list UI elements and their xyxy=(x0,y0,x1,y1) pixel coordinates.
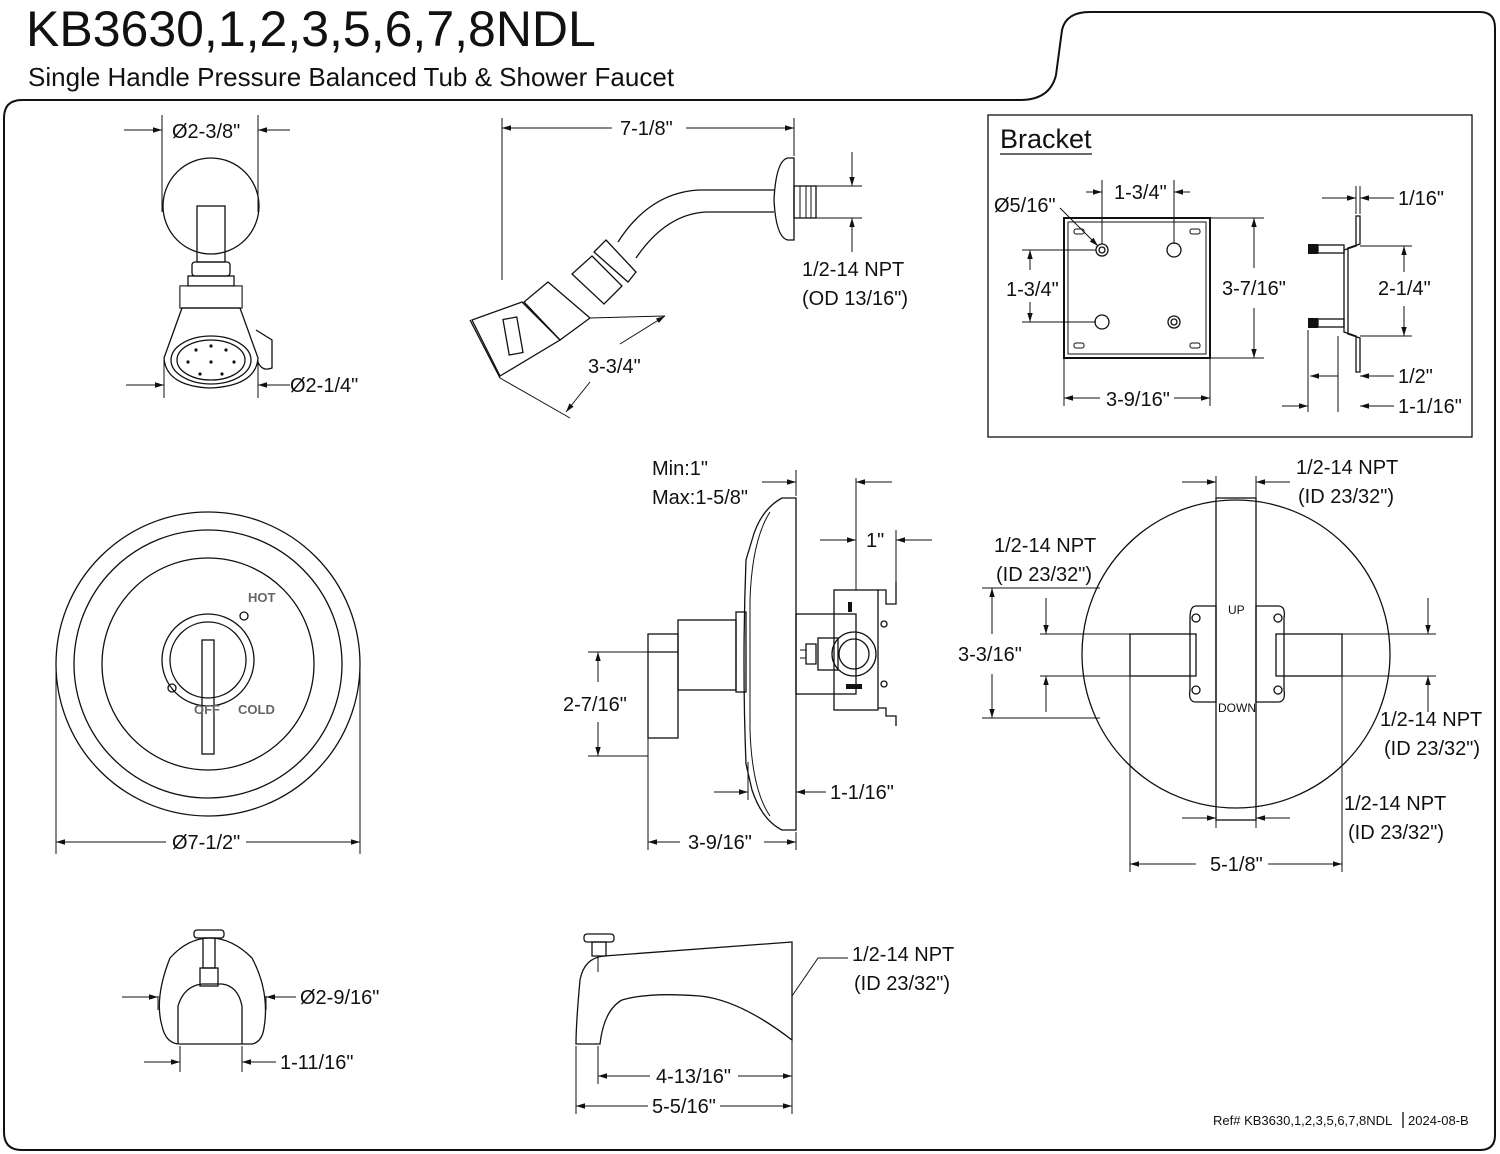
bottom-port-id-label: (ID 23/32") xyxy=(1348,822,1444,844)
top-port-thread-label: 1/2-14 NPT xyxy=(1296,457,1398,479)
showerarm-thread-od-label: (OD 13/16") xyxy=(802,288,908,310)
trim-plate-front-view: HOT OFF COLD Ø7-1/2" xyxy=(55,511,361,854)
left-port-id-label: (ID 23/32") xyxy=(996,564,1092,586)
bracket-hole-spacing-v-label: 1-3/4" xyxy=(1006,279,1059,301)
bracket-width-label: 3-9/16" xyxy=(1106,389,1170,411)
bracket-hole-spacing-h-label: 1-3/4" xyxy=(1114,182,1167,204)
spout-thread-id-label: (ID 23/32") xyxy=(854,973,950,995)
top-port-id-label: (ID 23/32") xyxy=(1298,486,1394,508)
product-description: Single Handle Pressure Balanced Tub & Sh… xyxy=(28,62,675,92)
spout-offset-label: 1-11/16" xyxy=(280,1052,353,1074)
cold-label: COLD xyxy=(238,702,275,717)
valve-handle-height-label: 2-7/16" xyxy=(563,694,627,716)
spout-thread-label: 1/2-14 NPT xyxy=(852,944,954,966)
model-title: KB3630,1,2,3,5,6,7,8NDL xyxy=(26,1,596,57)
valve-back-view: UP DOWN 1/2-14 NPT (ID 23/32") 1/2-14 NP… xyxy=(958,457,1482,876)
tub-spout-front-view: Ø2-9/16" 1-11/16" xyxy=(122,929,379,1074)
port-spacing-v-label: 3-3/16" xyxy=(958,644,1022,666)
valve-max-depth-label: Max:1-5/8" xyxy=(652,487,748,509)
up-label: UP xyxy=(1228,603,1245,617)
port-spacing-h-label: 5-1/8" xyxy=(1210,854,1263,876)
spout-reach-label: 4-13/16" xyxy=(656,1066,731,1088)
valve-side-view: Min:1" Max:1-5/8" 1" 2-7/16" 1-1/16" 3-9… xyxy=(563,458,932,854)
drawing-frame xyxy=(3,11,1496,1151)
showerhead-side-view: 7-1/8" 1/2-14 NPT (OD 13/16") 3-3/4" xyxy=(469,118,908,419)
showerhead-top-dia-label: Ø2-3/8" xyxy=(172,121,240,143)
bracket-hole-dia-label: Ø5/16" xyxy=(994,195,1056,217)
valve-total-depth-label: 3-9/16" xyxy=(688,832,752,854)
reference-number: Ref# KB3630,1,2,3,5,6,7,8NDL xyxy=(1213,1113,1392,1128)
showerhead-front-view: Ø2-3/8" Ø2-1/4" xyxy=(124,115,358,398)
off-label: OFF xyxy=(194,702,220,717)
trim-plate-dia-label: Ø7-1/2" xyxy=(172,832,240,854)
hot-label: HOT xyxy=(248,590,276,605)
right-port-id-label: (ID 23/32") xyxy=(1384,738,1480,760)
bracket-side-depth-label: 1-1/16" xyxy=(1398,396,1462,418)
bracket-side-span-label: 2-1/4" xyxy=(1378,278,1431,300)
tub-spout-side-view: 1/2-14 NPT (ID 23/32") 4-13/16" 5-5/16" xyxy=(575,933,954,1118)
right-port-thread-label: 1/2-14 NPT xyxy=(1380,709,1482,731)
bracket-thickness-label: 1/16" xyxy=(1398,188,1444,210)
revision-label: 2024-08-B xyxy=(1408,1113,1469,1128)
bracket-height-label: 3-7/16" xyxy=(1222,278,1286,300)
bottom-port-thread-label: 1/2-14 NPT xyxy=(1344,793,1446,815)
bracket-side-offset-label: 1/2" xyxy=(1398,366,1433,388)
showerarm-thread-label: 1/2-14 NPT xyxy=(802,259,904,281)
valve-plate-offset-label: 1-1/16" xyxy=(830,782,894,804)
showerarm-length-label: 7-1/8" xyxy=(620,118,673,140)
bracket-title: Bracket xyxy=(1000,124,1092,154)
down-label: DOWN xyxy=(1218,701,1256,715)
bracket-detail: Bracket 1-3/4" Ø5/16" 1-3/4" 3-7/16" xyxy=(987,114,1473,438)
spout-dia-label: Ø2-9/16" xyxy=(300,987,379,1009)
valve-depth-1-label: 1" xyxy=(866,530,884,552)
showerhead-bottom-dia-label: Ø2-1/4" xyxy=(290,375,358,397)
left-port-thread-label: 1/2-14 NPT xyxy=(994,535,1096,557)
valve-min-depth-label: Min:1" xyxy=(652,458,708,480)
spout-length-label: 5-5/16" xyxy=(652,1096,716,1118)
showerhead-size-label: 3-3/4" xyxy=(588,356,641,378)
